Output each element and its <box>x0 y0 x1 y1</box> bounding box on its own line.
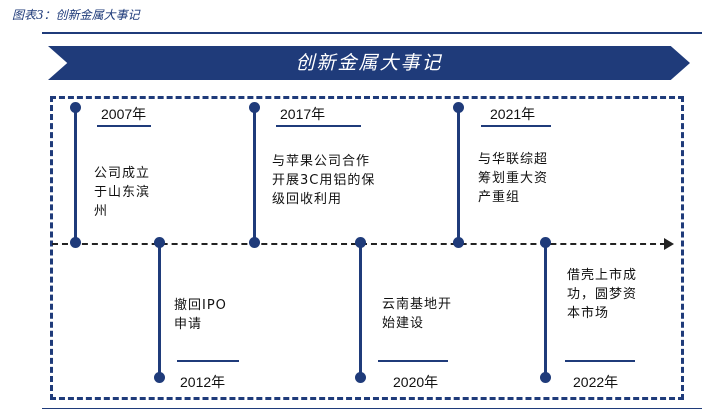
event-desc-2017: 与苹果公司合作开展3C用铝的保级回收利用 <box>272 154 376 207</box>
year-underline-2021 <box>481 125 551 127</box>
top-rule <box>42 32 702 34</box>
year-underline-2020 <box>378 360 448 362</box>
dot-2012-bottom <box>154 372 165 383</box>
event-year-2012: 2012年 <box>180 374 226 390</box>
event-desc-2012: 撤回IPO申请 <box>174 298 227 332</box>
dot-2022-axis <box>540 237 551 248</box>
timeline-frame <box>50 96 684 400</box>
year-underline-2017 <box>276 125 361 127</box>
dot-2022-bottom <box>540 372 551 383</box>
stem-2021 <box>457 108 460 242</box>
event-year-2022: 2022年 <box>573 374 619 390</box>
dot-2017-top <box>249 102 260 113</box>
year-underline-2007 <box>97 125 151 127</box>
dot-2021-top <box>453 102 464 113</box>
axis-arrow-icon <box>664 238 674 250</box>
event-desc-2007: 公司成立于山东滨州 <box>94 166 151 219</box>
banner-title: 创新金属大事记 <box>295 52 443 74</box>
dot-2007-top <box>70 102 81 113</box>
event-year-2021: 2021年 <box>490 106 536 122</box>
dot-2017-axis <box>249 237 260 248</box>
title-banner <box>48 46 690 80</box>
dot-2021-axis <box>453 237 464 248</box>
event-year-2007: 2007年 <box>101 106 147 122</box>
event-year-2020: 2020年 <box>393 374 439 390</box>
year-underline-2022 <box>565 360 635 362</box>
dot-2012-axis <box>154 237 165 248</box>
stem-2017 <box>253 108 256 242</box>
dot-2007-axis <box>70 237 81 248</box>
event-desc-2022: 借壳上市成功，圆梦资本市场 <box>567 268 638 321</box>
dot-2020-bottom <box>355 372 366 383</box>
bottom-rule <box>42 408 702 409</box>
stem-2022 <box>544 244 547 378</box>
year-underline-2012 <box>177 360 239 362</box>
event-desc-2020: 云南基地开始建设 <box>382 297 453 331</box>
event-year-2017: 2017年 <box>280 106 326 122</box>
stem-2020 <box>359 244 362 378</box>
stem-2007 <box>74 108 77 242</box>
stem-2012 <box>158 244 161 378</box>
event-desc-2021: 与华联综超筹划重大资产重组 <box>478 152 549 205</box>
figure-caption: 图表3：创新金属大事记 <box>12 8 140 22</box>
dot-2020-axis <box>355 237 366 248</box>
